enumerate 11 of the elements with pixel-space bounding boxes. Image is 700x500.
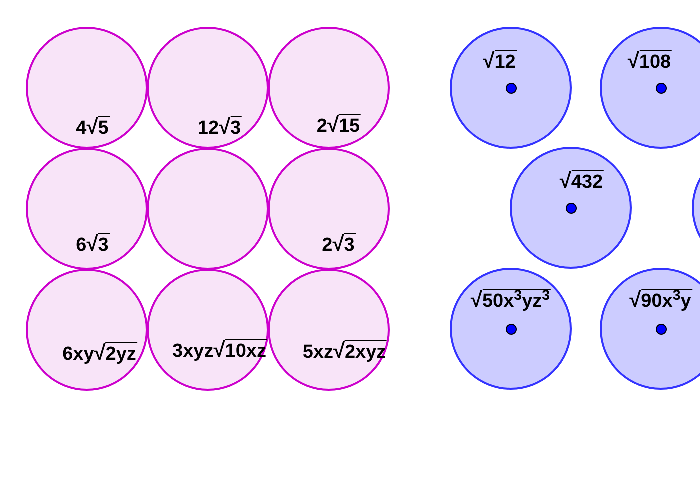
expression-label: √90x$^{3}$y bbox=[630, 289, 692, 311]
expression-label: √12 bbox=[483, 50, 517, 72]
expression-label: 6xy√2yz bbox=[62, 342, 138, 364]
expression-label: √108 bbox=[628, 50, 672, 72]
expression-label: √50x$^{3}$yz$^{3}$ bbox=[470, 289, 552, 311]
expression-label: 2√15 bbox=[316, 114, 362, 136]
expression-label: 2√3 bbox=[322, 233, 356, 255]
expression-label: √432 bbox=[560, 170, 604, 192]
expression-label: 4√5 bbox=[76, 116, 110, 138]
expression-label: 6√3 bbox=[76, 233, 110, 255]
expression-label: 12√3 bbox=[198, 116, 242, 138]
